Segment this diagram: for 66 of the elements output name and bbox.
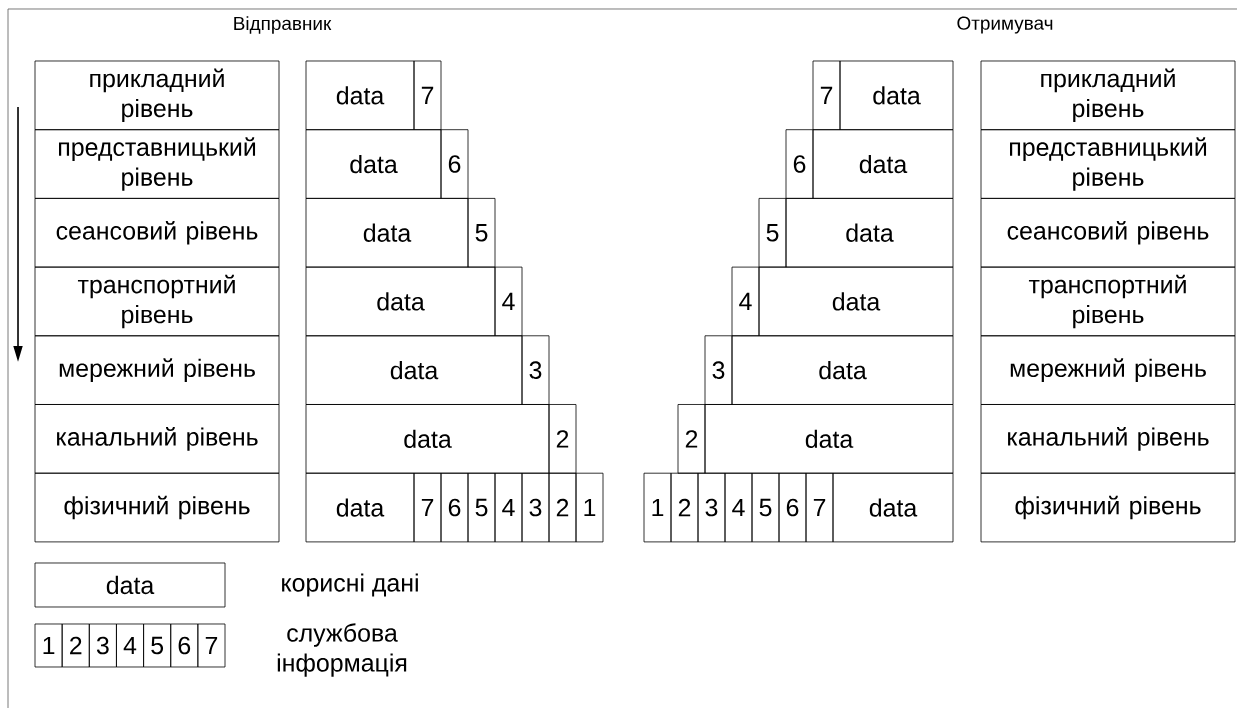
data-cell: data bbox=[305, 404, 550, 474]
header-cell: 6 bbox=[440, 472, 469, 543]
header-cell: 4 bbox=[116, 623, 144, 668]
header-cell: 5 bbox=[467, 198, 496, 268]
header-cell: 4 bbox=[731, 266, 760, 337]
layer-box: канальний рівень bbox=[980, 404, 1236, 474]
header-cell: 3 bbox=[521, 472, 550, 543]
layer-box: фізичний рівень bbox=[980, 472, 1236, 543]
data-cell: data bbox=[305, 129, 442, 199]
legend-text: корисні дані bbox=[282, 573, 418, 597]
header-cell: 7 bbox=[197, 623, 226, 668]
header-cell: 3 bbox=[704, 335, 733, 405]
legend-text: службова інформація bbox=[277, 623, 407, 677]
header-cell: 7 bbox=[805, 472, 834, 543]
header-cell: 4 bbox=[724, 472, 753, 543]
layer-box: прикладний рівень bbox=[980, 60, 1236, 131]
data-cell: data bbox=[704, 404, 954, 474]
header-cell: 2 bbox=[548, 404, 577, 474]
header-cell: 3 bbox=[697, 472, 726, 543]
layer-box: фізичний рівень bbox=[34, 472, 280, 543]
header-cell: 2 bbox=[548, 472, 577, 543]
header-cell: 5 bbox=[751, 472, 780, 543]
header-cell: 5 bbox=[758, 198, 787, 268]
header-cell: 3 bbox=[521, 335, 550, 405]
header-cell: 1 bbox=[575, 472, 604, 543]
layer-box: мережний рівень bbox=[980, 335, 1236, 405]
header-cell: 1 bbox=[643, 472, 672, 543]
header-cell: 2 bbox=[677, 404, 706, 474]
header-cell: 6 bbox=[785, 129, 814, 199]
data-cell: data bbox=[305, 335, 523, 405]
header-cell: 5 bbox=[143, 623, 172, 668]
header-cell: 6 bbox=[778, 472, 807, 543]
layer-box: сеансовий рівень bbox=[980, 198, 1236, 268]
layer-box: сеансовий рівень bbox=[34, 198, 280, 268]
layer-box: представницький рівень bbox=[980, 129, 1236, 199]
data-cell: data bbox=[305, 472, 415, 543]
data-cell: data bbox=[731, 335, 954, 405]
data-cell: data bbox=[305, 60, 415, 131]
layer-box: представницький рівень bbox=[34, 129, 280, 199]
header-cell: 7 bbox=[413, 472, 442, 543]
layer-box: канальний рівень bbox=[34, 404, 280, 474]
header-cell: 2 bbox=[61, 623, 90, 668]
layer-box: транспортний рівень bbox=[980, 266, 1236, 337]
data-cell: data bbox=[34, 562, 226, 608]
header-cell: 7 bbox=[413, 60, 442, 131]
data-cell: data bbox=[305, 266, 496, 337]
data-cell: data bbox=[785, 198, 954, 268]
column-heading: Відправник bbox=[234, 16, 332, 34]
header-cell: 3 bbox=[88, 623, 117, 668]
layer-box: мережний рівень bbox=[34, 335, 280, 405]
layer-box: транспортний рівень bbox=[34, 266, 280, 337]
header-cell: 4 bbox=[494, 472, 523, 543]
header-cell: 6 bbox=[440, 129, 469, 199]
data-cell: data bbox=[839, 60, 954, 131]
header-cell: 4 bbox=[494, 266, 523, 337]
layer-box: прикладний рівень bbox=[34, 60, 280, 131]
data-cell: data bbox=[758, 266, 954, 337]
data-cell: data bbox=[832, 472, 954, 543]
data-cell: data bbox=[305, 198, 469, 268]
header-cell: 5 bbox=[467, 472, 496, 543]
data-cell: data bbox=[812, 129, 954, 199]
column-heading: Отримувач bbox=[957, 16, 1053, 34]
header-cell: 7 bbox=[812, 60, 841, 131]
header-cell: 1 bbox=[34, 623, 63, 668]
header-cell: 6 bbox=[170, 623, 199, 668]
header-cell: 2 bbox=[670, 472, 699, 543]
